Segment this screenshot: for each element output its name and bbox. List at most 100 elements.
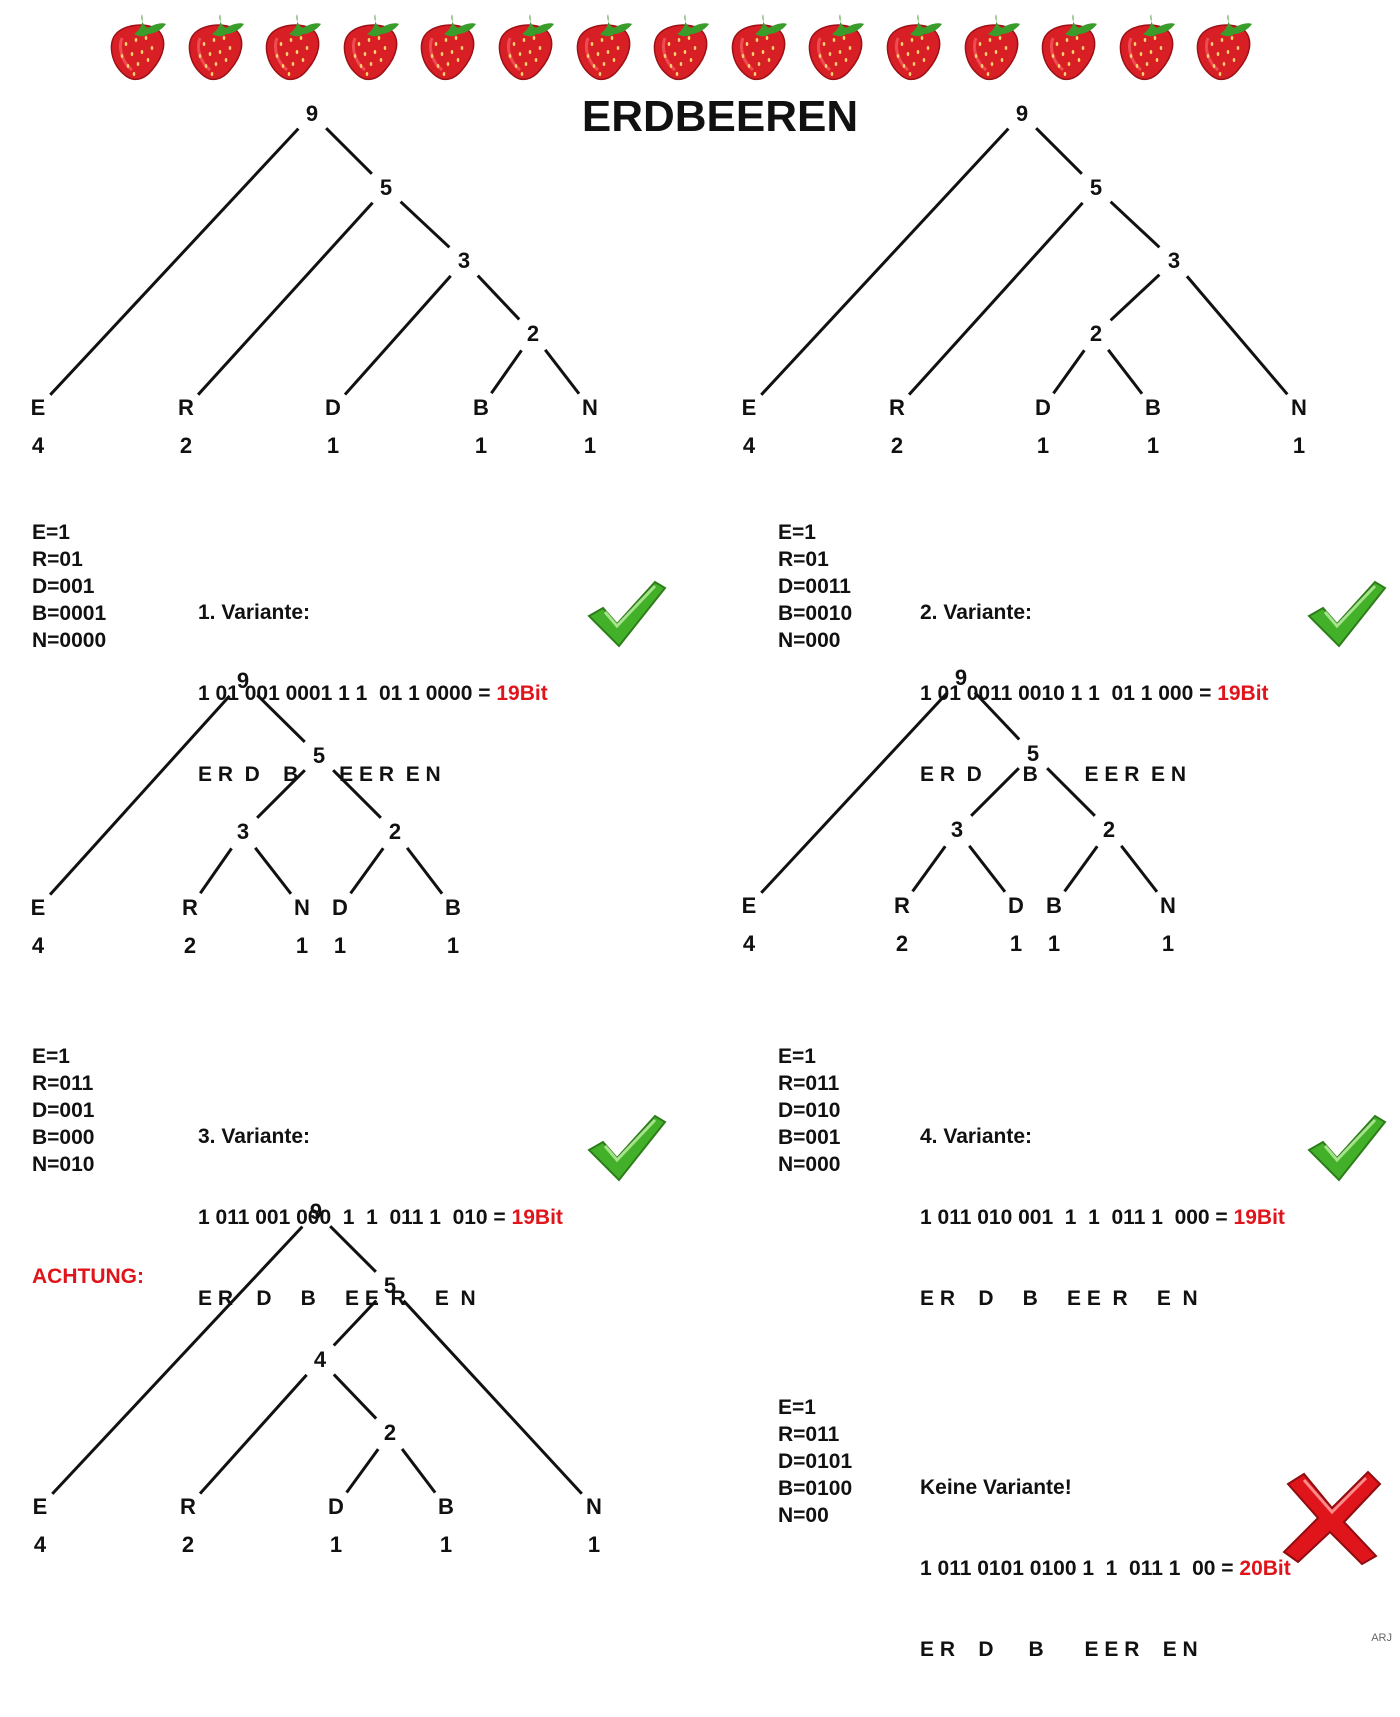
variant-2: 2. Variante: 1 01 0011 0010 1 1 01 1 000… [920,545,1269,842]
code-table-3: E=1 R=011 D=001 B=000 N=010 [32,1043,94,1178]
strawberry-icon [964,14,1020,81]
tree-edge [256,693,306,744]
leaf-count: 4 [33,1532,47,1557]
leaf-count: 4 [31,433,45,458]
bit-string: 1 01 001 0001 1 1 01 1 0000 = [198,682,497,705]
code-entry: R=011 [32,1072,94,1095]
tree-edge [1109,200,1161,249]
variant-letters: E R D B E E R E N [920,1287,1198,1310]
leaf-letter: E [741,395,757,420]
variant-bits: 1 01 001 0001 1 1 01 1 0000 = 19Bit [198,680,548,707]
leaf-letter: B [445,895,461,920]
strawberry-icon [421,14,477,81]
tree-edge [760,691,949,894]
variant-bits: 1 01 0011 0010 1 1 01 1 000 = 19Bit [920,680,1269,707]
leaf-count: 1 [1009,931,1023,956]
tree-edge [199,847,233,895]
leaf-count: 1 [326,433,340,458]
strawberry-icon [265,14,322,81]
tree-node-weight: 3 [457,248,471,273]
author-signature: ARJ [1371,1632,1392,1644]
tree-node-weight: 3 [236,819,250,844]
tree-edge [490,349,523,395]
leaf-letter: N [586,1494,602,1519]
variant-bits: 1 011 0101 0100 1 1 011 1 00 = 20Bit [920,1555,1291,1582]
strawberry-icon [188,14,244,81]
strawberry-icon [886,14,942,81]
leaf-count: 1 [329,1532,343,1557]
tree-edge [1107,348,1144,395]
tree-edge [343,274,452,396]
leaf-letter: N [582,395,598,420]
leaf-count: 1 [333,933,347,958]
leaf-letter: R [180,1494,196,1519]
bit-string: 1 011 001 000 1 1 011 1 010 = [198,1206,512,1229]
leaf-count: 1 [1161,931,1175,956]
tree-node-weight: 9 [1015,101,1029,126]
tree-edge [1035,127,1083,175]
strawberry-icon [809,14,865,81]
tree-node-weight: 4 [313,1347,327,1372]
code-table-5: E=1 R=011 D=0101 B=0100 N=00 [778,1394,852,1529]
variant-1: 1. Variante: 1 01 001 0001 1 1 01 1 0000… [198,545,548,842]
code-entry: N=0000 [32,629,107,652]
code-entry: E=1 [778,1396,816,1419]
variant-4: 4. Variante: 1 011 010 001 1 1 011 1 000… [920,1069,1285,1366]
leaf-count: 1 [583,433,597,458]
leaf-letter: E [741,893,757,918]
tree-edge [968,844,1007,893]
leaf-letter: N [1291,395,1307,420]
tree-edge [544,348,581,395]
code-table-4: E=1 R=011 D=010 B=001 N=000 [778,1043,840,1178]
leaf-letter: N [1160,893,1176,918]
leaf-letter: R [894,893,910,918]
code-entry: R=011 [778,1072,840,1095]
variant-letters: E R D B E E R E N [198,763,441,786]
leaf-count: 1 [474,433,488,458]
leaf-letter: D [332,895,348,920]
tree-edge [256,769,306,819]
variant-letters: E R D B E E R E N [198,1287,476,1310]
leaf-count: 1 [439,1532,453,1557]
warning-label: ACHTUNG: [32,1265,144,1288]
leaf-letter: D [1035,395,1051,420]
leaf-count: 4 [742,433,756,458]
tree-edge [970,767,1020,817]
variant-bits: 1 011 001 000 1 1 011 1 010 = 19Bit [198,1204,563,1231]
leaf-letter: D [1008,893,1024,918]
tree-edge [476,274,521,321]
variant-heading: 1. Variante: [198,601,311,624]
leaf-letter: B [473,395,489,420]
strawberry-icon [731,14,787,81]
tree-node-weight: 3 [950,817,964,842]
tree-node-weight: 5 [1026,741,1040,766]
leaf-count: 1 [1047,931,1061,956]
tree-node-weight: 5 [379,175,393,200]
tree-edge [325,127,373,175]
tree-edge [760,127,1010,396]
tree-edge [1185,275,1289,396]
code-entry: D=001 [32,1099,95,1122]
bit-string: 1 011 010 001 1 1 011 1 000 = [920,1206,1234,1229]
code-entry: E=1 [32,1045,70,1068]
code-entry: R=01 [778,548,829,571]
code-entry: D=010 [778,1099,841,1122]
tree-node-weight: 5 [1089,175,1103,200]
leaf-letter: B [1046,893,1062,918]
leaf-count: 1 [446,933,460,958]
leaf-count: 1 [587,1532,601,1557]
leaf-count: 1 [1036,433,1050,458]
bit-string: 1 011 0101 0100 1 1 011 1 00 = [920,1557,1240,1580]
variant-5: Keine Variante! 1 011 0101 0100 1 1 011 … [920,1420,1291,1717]
checkmark-icon [587,1114,667,1182]
tree-edge [332,1299,378,1347]
tree-edge [332,1373,378,1420]
variant-3: 3. Variante: 1 011 001 000 1 1 011 1 010… [198,1069,563,1366]
leaf-count: 1 [1146,433,1160,458]
code-entry: B=0010 [778,602,853,625]
tree-edge [48,694,231,896]
variant-heading: 2. Variante: [920,601,1033,624]
tree-edge [1052,349,1086,395]
tree-edge [1109,273,1161,322]
